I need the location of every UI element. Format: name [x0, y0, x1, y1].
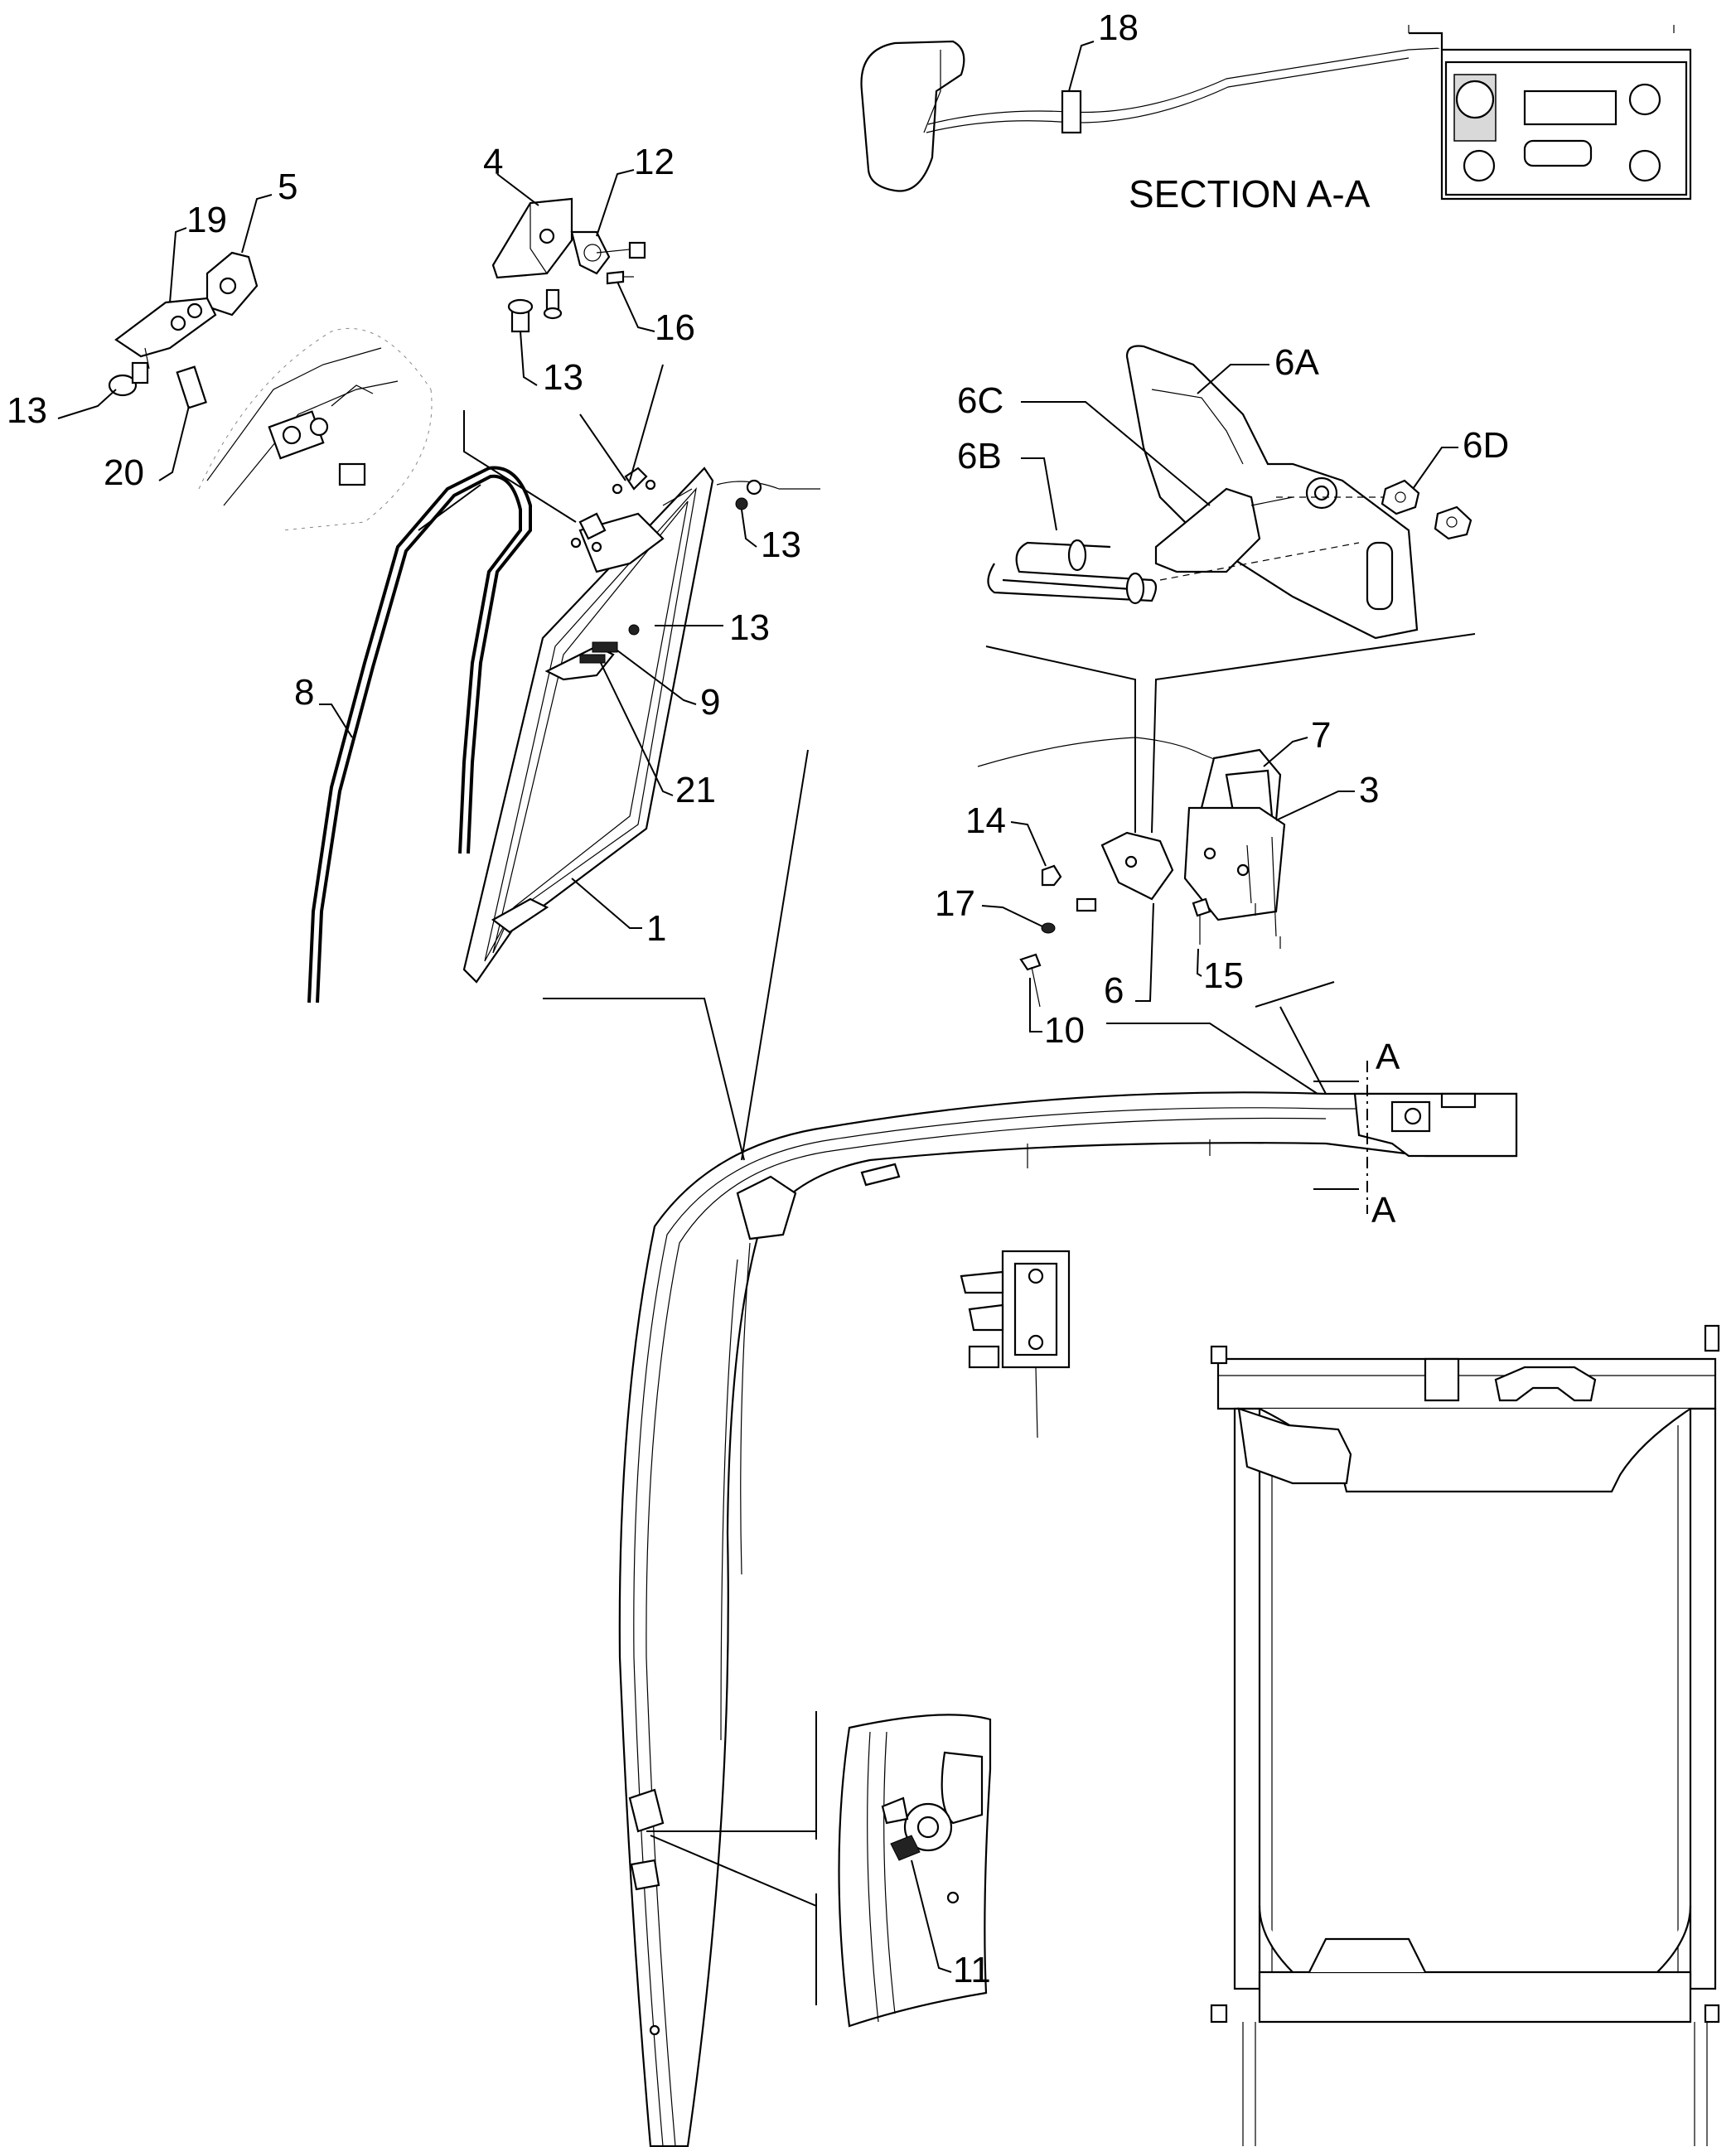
callout-21: 21 — [675, 770, 716, 810]
callout-13-frame-right: 13 — [761, 525, 801, 565]
nut-6D-upper — [1381, 479, 1420, 515]
pin-20 — [176, 365, 207, 409]
cable-section — [927, 47, 1443, 125]
bolt-14 — [1041, 864, 1062, 887]
plate-12 — [570, 230, 611, 275]
section-marker-bottom: A — [1371, 1190, 1396, 1231]
callout-13-left: 13 — [7, 390, 47, 431]
latch-assembly-7-3 — [977, 737, 1286, 1008]
callout-10: 10 — [1044, 1010, 1085, 1051]
callout-8: 8 — [294, 672, 314, 713]
callout-11: 11 — [953, 1950, 991, 1990]
screw-15 — [1192, 897, 1211, 917]
bracket-6A — [1125, 345, 1419, 640]
callout-12: 12 — [634, 142, 675, 182]
hinge-block-4 — [491, 197, 573, 279]
striker-assembly-6 — [987, 345, 1472, 640]
cable-frame — [716, 481, 820, 490]
frame-top-fasteners — [570, 467, 820, 553]
callout-1: 1 — [646, 908, 666, 949]
mirror — [1237, 1407, 1352, 1485]
cab-frame-arc — [618, 1091, 1518, 2147]
callout-7: 7 — [1311, 715, 1331, 756]
plate-3 — [1183, 806, 1286, 921]
section-marker-top: A — [1376, 1037, 1400, 1077]
leader-lines — [57, 41, 1476, 2005]
cable-latch — [977, 737, 1219, 767]
handle-top — [1494, 1366, 1597, 1402]
latch-detail-center — [960, 1250, 1071, 1439]
rear-cab-frame — [1210, 1324, 1720, 2146]
callout-15: 15 — [1203, 955, 1244, 996]
callout-20: 20 — [104, 452, 144, 493]
callout-13-frame-middle: 13 — [729, 607, 770, 648]
washer-17 — [1041, 922, 1056, 934]
callout-14: 14 — [965, 800, 1006, 841]
callout-3: 3 — [1359, 770, 1379, 810]
handle-bottom — [1308, 1937, 1426, 1973]
bracket-6 — [1100, 831, 1174, 901]
bracket-9 — [592, 641, 618, 653]
callout-6C: 6C — [957, 380, 1003, 421]
hinge-detail-inset — [198, 327, 433, 531]
callout-labels: 18 4 12 5 19 16 13 13 20 13 13 9 8 21 1 … — [7, 7, 1509, 1990]
hinge-assembly-center — [491, 197, 646, 333]
callout-5: 5 — [278, 167, 297, 207]
screw-10 — [1019, 953, 1042, 971]
callout-4: 4 — [483, 142, 503, 182]
callout-6B: 6B — [957, 436, 1002, 476]
callout-6A: 6A — [1274, 342, 1319, 383]
callout-6: 6 — [1104, 970, 1124, 1011]
screw-16 — [606, 270, 625, 285]
callout-16: 16 — [655, 307, 695, 348]
callout-17: 17 — [935, 883, 975, 924]
callout-9: 9 — [700, 682, 720, 723]
door-frame-1 — [462, 467, 714, 984]
section-a-a-view — [860, 25, 1692, 201]
door-profile-section — [860, 40, 965, 192]
clip-18 — [1061, 89, 1082, 134]
callout-19: 19 — [186, 200, 227, 240]
section-title: SECTION A-A — [1129, 172, 1371, 215]
callout-6D: 6D — [1463, 425, 1509, 466]
door-seal-8 — [307, 466, 532, 1003]
cone-6C — [1154, 487, 1261, 573]
nut-6D-lower — [1434, 505, 1472, 540]
bracket-21 — [579, 654, 606, 664]
callout-13-center: 13 — [543, 357, 583, 398]
hinge-assembly-left — [108, 251, 259, 409]
u-bolt-6B — [987, 541, 1158, 602]
callout-18: 18 — [1098, 7, 1139, 48]
